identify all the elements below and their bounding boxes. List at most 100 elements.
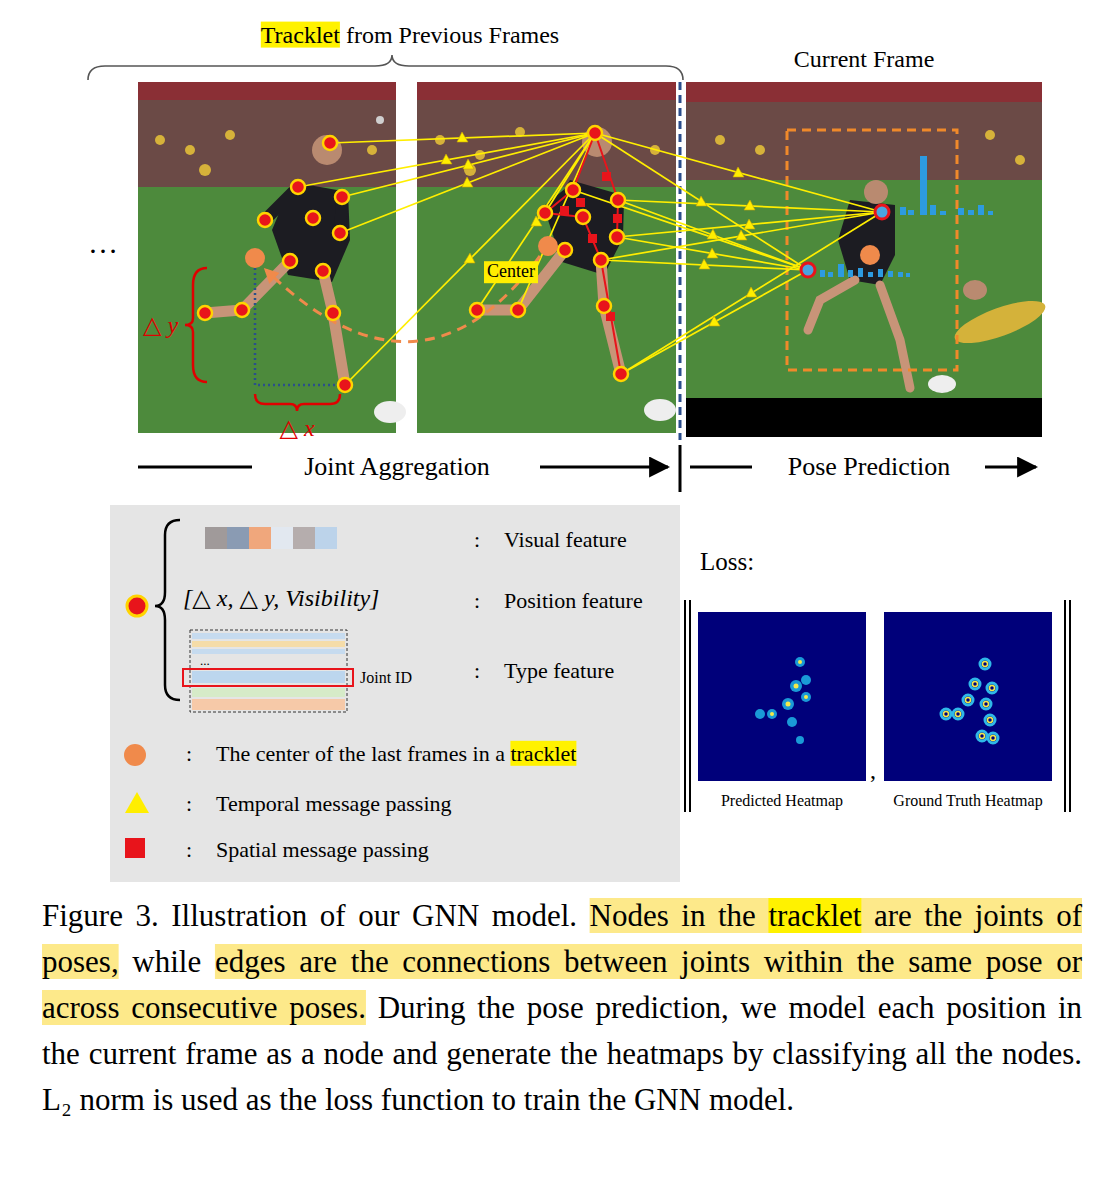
heatmap-image [956,712,961,717]
center-dot [860,245,880,265]
video-frame [755,145,765,155]
temporal-marker [736,230,747,240]
heatmap-image [804,695,808,699]
joint-dot [566,183,580,197]
heatmap-image [987,683,997,693]
node-heading: Predicted Heatmap [721,791,843,810]
legend-panel [192,633,345,639]
temporal-edge [477,133,595,310]
spatial-marker [613,214,622,223]
heatmap-image [794,684,799,689]
legend-panel [127,596,147,616]
probability-bars [968,210,974,215]
legend-panel [110,505,680,882]
video-frame [477,250,621,374]
legend-panel [183,669,353,686]
video-frame [985,130,995,140]
legend-panel [155,520,180,700]
probability-bars [920,156,927,215]
video-frame [138,82,396,433]
legend-panel [315,527,337,549]
video-frame [435,135,445,145]
video-frame [376,116,384,124]
heatmap-image [981,699,991,709]
norm-bars [1064,600,1066,812]
legend-panel [192,671,345,683]
probability-bars [838,264,844,277]
temporal-marker [733,167,744,177]
offset-guide [255,268,345,385]
joint-dot [538,206,552,220]
legend-panel [192,699,345,710]
legend-panel [190,630,347,712]
video-frame [138,82,406,433]
probability-bars [940,211,946,215]
heatmap-image [795,657,805,667]
heatmap-image [963,695,973,705]
joint-dot [338,378,352,392]
temporal-edge [621,270,808,374]
offset-guide [255,394,340,411]
video-frame [138,82,396,187]
ellipsis: … [88,225,118,261]
predicted-joint [801,263,815,277]
video-frame [686,82,1042,437]
probability-bars [888,271,893,277]
heatmap-image [796,736,804,744]
joint-dot [323,136,337,150]
video-frame [864,180,888,204]
video-frame [155,135,165,145]
video-frame [367,145,377,155]
video-frame [265,187,342,233]
probability-bars [878,269,883,277]
joint-dot [614,367,628,381]
legend-text: Spatial message passing [216,837,429,863]
temporal-edge [342,133,595,197]
heatmap-image [944,712,949,717]
legend-swatch [125,838,145,858]
offset-label: △ y [143,311,178,340]
phase-arrow [985,466,1036,469]
heatmap-image [755,657,811,744]
colon: : [474,527,480,553]
probability-bars [908,210,914,215]
video-frame [374,401,406,423]
norm-bars [684,600,686,812]
video-frame [185,145,195,155]
heatmap-image [884,612,1052,781]
heatmap-image [988,718,993,723]
legend-panel [249,527,271,549]
temporal-edge [601,212,882,260]
heatmap-image [790,680,802,692]
joint-dot [198,126,628,392]
probability-bars [978,205,984,215]
video-frame [715,135,725,145]
joint-dot [291,180,305,194]
joint-dot [588,126,602,140]
heatmap-image [980,734,985,739]
probability-bars [848,270,853,277]
heatmap-image [944,662,996,741]
video-frame [686,398,1042,437]
spatial-edge [545,133,621,374]
colon: : [474,658,480,684]
joint-dot [576,210,590,224]
probability-bars [868,272,873,277]
temporal-marker [744,200,755,210]
joint-dot [611,193,625,207]
temporal-marker [699,259,710,269]
legend-panel [227,527,249,549]
heatmap-image [798,660,802,664]
probability-bars [828,272,833,277]
node-heading: Ground Truth Heatmap [893,791,1042,810]
joint-id-label: Joint ID [360,668,412,687]
heatmap-image [953,709,963,719]
video-frame [787,130,957,370]
phase-arrow [540,466,668,469]
heatmap-image [941,709,951,719]
predicted-joint [875,205,889,219]
section-title: Tracklet from Previous Frames [261,21,559,50]
heatmap-image [770,712,774,716]
temporal-marker [463,159,474,169]
